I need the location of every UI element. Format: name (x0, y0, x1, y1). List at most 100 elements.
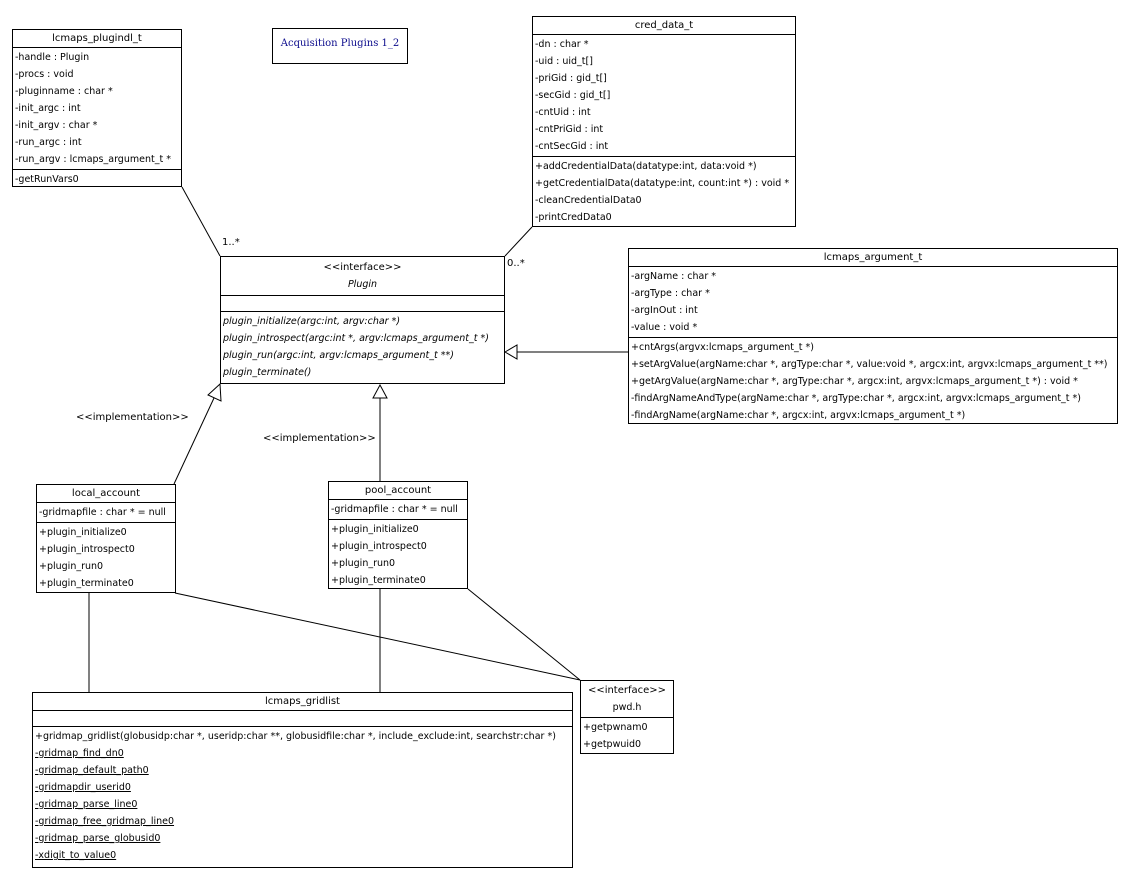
class-lcmaps-gridlist[interactable]: lcmaps_gridlist +gridmap_gridlist(globus… (32, 692, 573, 868)
operation: plugin_introspect(argc:int *, argv:lcmap… (223, 333, 489, 344)
operation: plugin_terminate() (223, 367, 312, 378)
interface-header: <<interface>> pwd.h (581, 681, 673, 718)
arrowhead-argument (504, 344, 518, 360)
attributes: -gridmapfile : char * = null (329, 500, 467, 520)
attribute: -argName : char * (631, 271, 717, 282)
operation: -findArgNameAndType(argName:char *, argT… (631, 393, 1081, 404)
operation: -gridmap_find_dn0 (35, 748, 124, 759)
dependency-pool-pwd (467, 588, 581, 681)
interface-pwd[interactable]: <<interface>> pwd.h +getpwnam0 +getpwuid… (580, 680, 674, 754)
operation: +plugin_initialize0 (39, 527, 127, 538)
class-local-account[interactable]: local_account -gridmapfile : char * = nu… (36, 484, 176, 593)
attribute: -init_argc : int (15, 103, 81, 114)
operations: -getRunVars0 (13, 170, 181, 189)
interface-name: Plugin (347, 279, 378, 290)
operation: +gridmap_gridlist(globusidp:char *, user… (35, 731, 556, 742)
operation: +plugin_run0 (331, 558, 396, 569)
class-name: cred_data_t (533, 17, 795, 35)
operation: +setArgValue(argName:char *, argType:cha… (631, 359, 1108, 370)
attributes: -gridmapfile : char * = null (37, 503, 175, 523)
operation: +addCredentialData(datatype:int, data:vo… (535, 161, 757, 172)
operations: +gridmap_gridlist(globusidp:char *, user… (33, 727, 572, 865)
operation: +cntArgs(argvx:lcmaps_argument_t *) (631, 342, 814, 353)
operation: +plugin_initialize0 (331, 524, 419, 535)
class-name: local_account (37, 485, 175, 503)
stereotype: <<interface>> (323, 262, 402, 273)
operation: +plugin_introspect0 (39, 544, 135, 555)
class-name: lcmaps_argument_t (629, 249, 1117, 267)
attributes: -dn : char * -uid : uid_t[] -priGid : gi… (533, 35, 795, 157)
attribute: -uid : uid_t[] (535, 56, 593, 67)
attribute: -argInOut : int (631, 305, 698, 316)
dependency-local-pwd (174, 592, 581, 681)
operation: +plugin_run0 (39, 561, 104, 572)
multiplicity-cred: 0..* (507, 258, 525, 269)
interface-name: pwd.h (612, 702, 642, 713)
attributes: -handle : Plugin -procs : void -pluginna… (13, 48, 181, 170)
operations: +cntArgs(argvx:lcmaps_argument_t *) +set… (629, 338, 1117, 425)
operations: +addCredentialData(datatype:int, data:vo… (533, 157, 795, 227)
attribute: -run_argv : lcmaps_argument_t * (15, 154, 171, 165)
attribute: -procs : void (15, 69, 74, 80)
realization-local (173, 397, 215, 485)
class-name: lcmaps_gridlist (33, 693, 572, 711)
attributes-empty (221, 296, 504, 312)
operations: +getpwnam0 +getpwuid0 (581, 718, 673, 754)
attribute: -argType : char * (631, 288, 710, 299)
arrowhead-local (207, 382, 222, 402)
attribute: -init_argv : char * (15, 120, 98, 131)
attribute: -priGid : gid_t[] (535, 73, 607, 84)
attribute: -handle : Plugin (15, 52, 90, 63)
stereotype: <<interface>> (587, 685, 667, 696)
attributes-empty (33, 711, 572, 727)
attribute: -gridmapfile : char * = null (39, 507, 166, 518)
operation: -cleanCredentialData0 (535, 195, 642, 206)
operation: -gridmap_parse_line0 (35, 799, 138, 810)
operation: +getArgValue(argName:char *, argType:cha… (631, 376, 1078, 387)
association-plugindl-plugin (181, 186, 221, 257)
attribute: -value : void * (631, 322, 698, 333)
attribute: -dn : char * (535, 39, 589, 50)
operation: +getpwnam0 (583, 722, 648, 733)
operation: -gridmap_free_gridmap_line0 (35, 816, 175, 827)
operation: +getCredentialData(datatype:int, count:i… (535, 178, 790, 189)
operation: +plugin_terminate0 (331, 575, 426, 586)
multiplicity-plugindl: 1..* (222, 237, 240, 248)
operation: +plugin_terminate0 (39, 578, 134, 589)
diagram-title-note: Acquisition Plugins 1_2 (272, 28, 408, 64)
operation: +plugin_introspect0 (331, 541, 427, 552)
operation: plugin_run(argc:int, argv:lcmaps_argumen… (223, 350, 454, 361)
arrowhead-pool (372, 383, 388, 399)
attribute: -run_argc : int (15, 137, 82, 148)
class-name: pool_account (329, 482, 467, 500)
association-cred-plugin (504, 226, 533, 257)
operation: plugin_initialize(argc:int, argv:char *) (223, 316, 401, 327)
interface-header: <<interface>> Plugin (221, 257, 504, 296)
class-lcmaps-argument[interactable]: lcmaps_argument_t -argName : char * -arg… (628, 248, 1118, 424)
operations: +plugin_initialize0 +plugin_introspect0 … (37, 523, 175, 593)
operation: -printCredData0 (535, 212, 612, 223)
class-name: lcmaps_plugindl_t (13, 30, 181, 48)
operation: +getpwuid0 (583, 739, 642, 750)
operation: -gridmap_default_path0 (35, 765, 149, 776)
class-cred-data[interactable]: cred_data_t -dn : char * -uid : uid_t[] … (532, 16, 796, 227)
operation: -findArgName(argName:char *, argcx:int, … (631, 410, 966, 421)
implementation-label-pool: <<implementation>> (263, 433, 376, 444)
interface-plugin[interactable]: <<interface>> Plugin plugin_initialize(a… (220, 256, 505, 384)
class-lcmaps-plugindl[interactable]: lcmaps_plugindl_t -handle : Plugin -proc… (12, 29, 182, 187)
implementation-label-local: <<implementation>> (76, 412, 189, 423)
operation: -xdigit_to_value0 (35, 850, 117, 861)
attribute: -cntUid : int (535, 107, 591, 118)
operation: -getRunVars0 (15, 174, 79, 185)
diagram-title: Acquisition Plugins 1_2 (280, 38, 400, 49)
operations: +plugin_initialize0 +plugin_introspect0 … (329, 520, 467, 590)
attribute: -secGid : gid_t[] (535, 90, 611, 101)
operation: -gridmapdir_userid0 (35, 782, 131, 793)
attribute: -gridmapfile : char * = null (331, 504, 458, 515)
attribute: -cntPriGid : int (535, 124, 604, 135)
attribute: -pluginname : char * (15, 86, 113, 97)
attributes: -argName : char * -argType : char * -arg… (629, 267, 1117, 338)
operations: plugin_initialize(argc:int, argv:char *)… (221, 312, 504, 382)
class-pool-account[interactable]: pool_account -gridmapfile : char * = nul… (328, 481, 468, 589)
operation: -gridmap_parse_globusid0 (35, 833, 161, 844)
